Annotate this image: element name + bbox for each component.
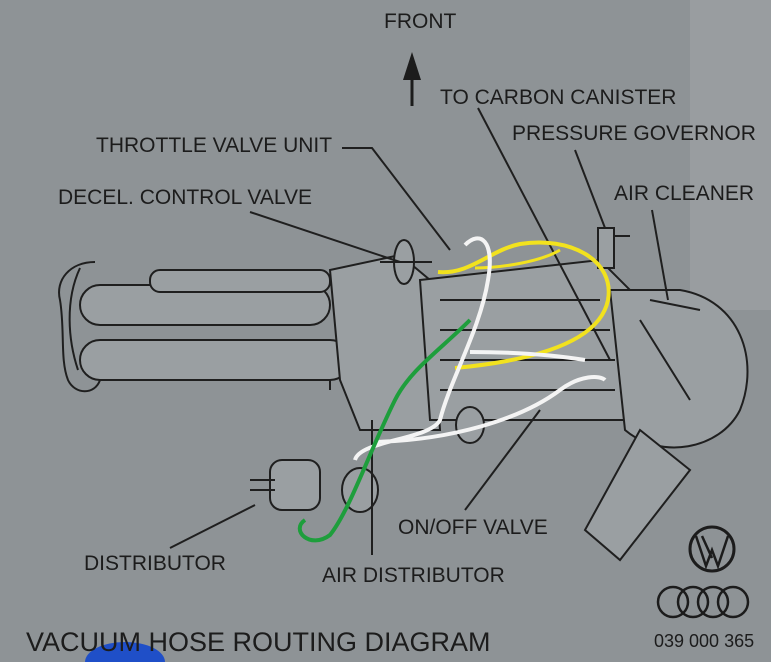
blue-object: [85, 642, 165, 662]
label-throttle-valve-unit: THROTTLE VALVE UNIT: [96, 134, 332, 157]
label-pressure-governor: PRESSURE GOVERNOR: [512, 122, 756, 145]
white-hose: [353, 236, 607, 461]
audi-rings-icon: [656, 585, 750, 619]
label-on-off-valve: ON/OFF VALVE: [398, 516, 548, 539]
worn-area: [690, 0, 771, 310]
yellow-hose-branch: [474, 248, 561, 270]
front-label: FRONT: [384, 10, 456, 33]
label-distributor: DISTRIBUTOR: [84, 552, 226, 575]
vw-logo-icon: [688, 525, 736, 573]
label-to-carbon-canister: TO CARBON CANISTER: [440, 86, 676, 109]
yellow-hose: [437, 240, 611, 370]
diagram-title: VACUUM HOSE ROUTING DIAGRAM: [26, 627, 491, 657]
label-air-cleaner: AIR CLEANER: [614, 182, 754, 205]
part-number: 039 000 365: [654, 631, 754, 651]
label-air-distributor: AIR DISTRIBUTOR: [322, 564, 505, 587]
label-decel-control-valve: DECEL. CONTROL VALVE: [58, 186, 312, 209]
green-hose: [297, 318, 472, 543]
front-arrow-icon: [403, 52, 421, 106]
leader-lines: [169, 107, 669, 555]
